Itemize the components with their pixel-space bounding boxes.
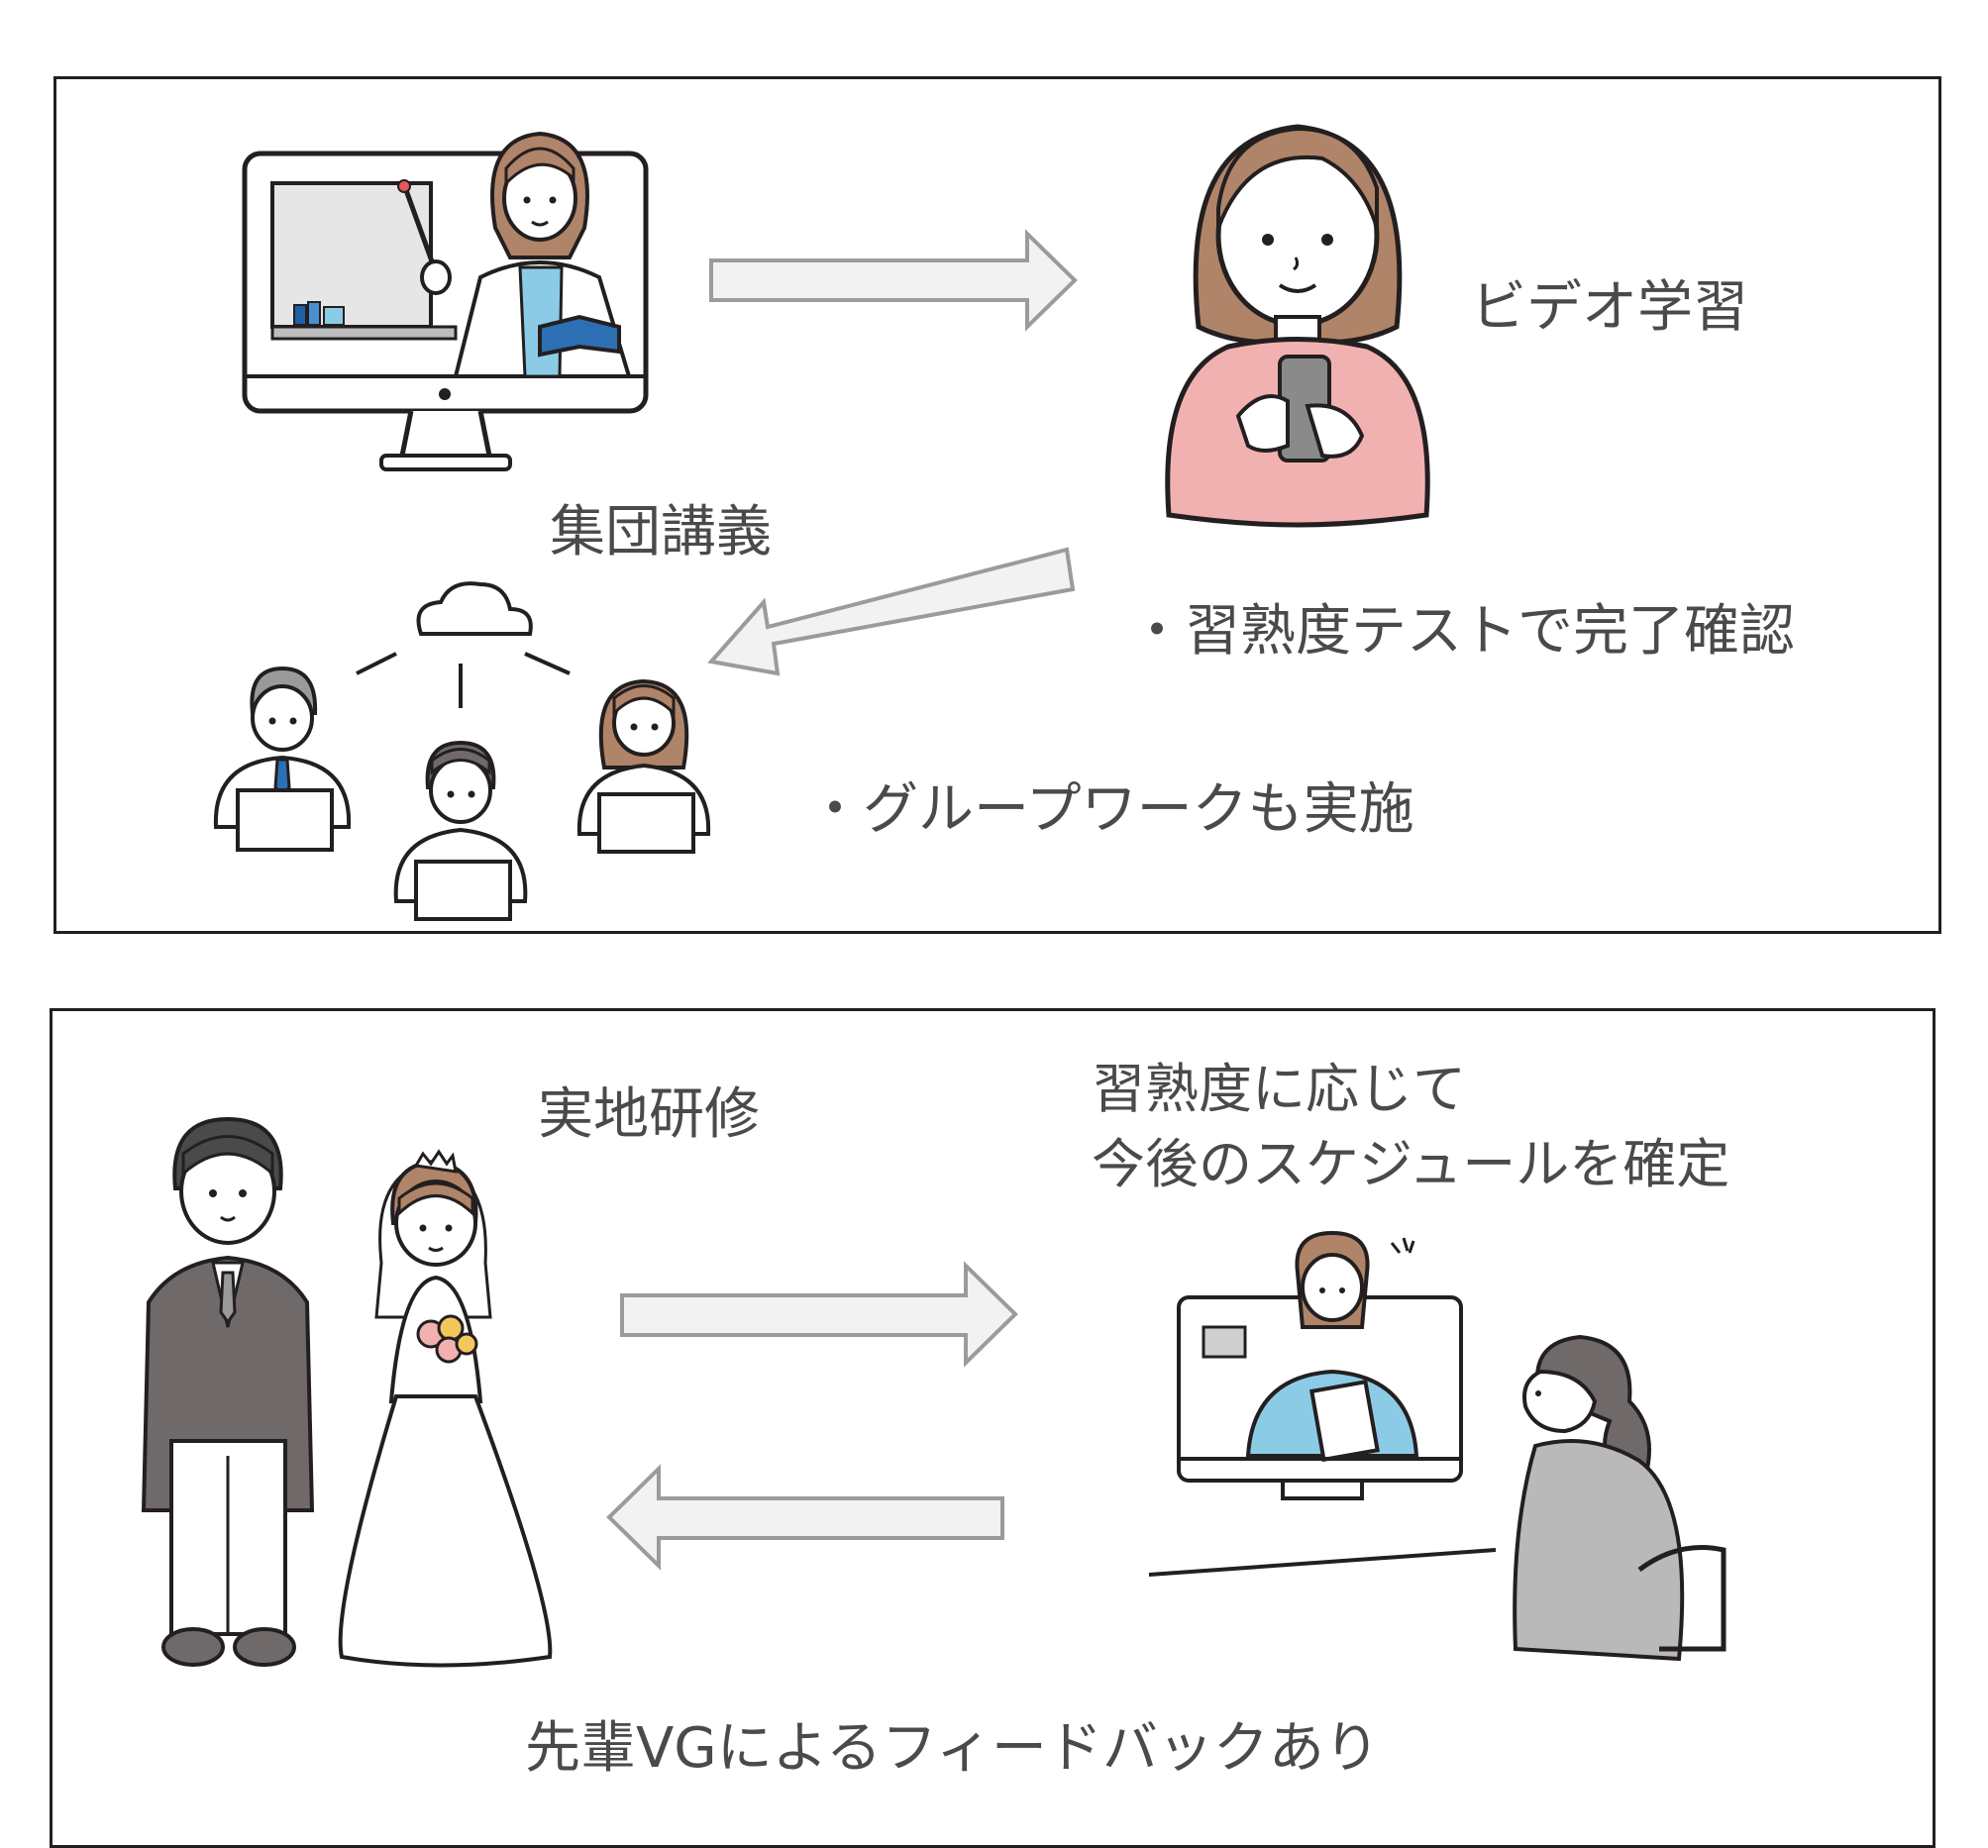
online-feedback-meeting-illustration <box>1148 1230 1726 1662</box>
user-boy-icon <box>393 740 528 921</box>
woman-smartphone-illustration <box>1165 124 1430 528</box>
video-learning-label: ビデオ学習 <box>1471 275 1748 340</box>
groom-icon <box>141 1116 315 1667</box>
bride-icon <box>338 1149 553 1668</box>
proficiency-test-label: ・習熟度テストで完了確認 <box>1129 599 1795 664</box>
feedback-label: 先輩VGによるフィードバックあり <box>525 1716 1380 1781</box>
onsite-training-label: 実地研修 <box>538 1082 760 1147</box>
groom-bride-illustration <box>141 1116 553 1668</box>
arrow-right-bottom <box>620 1261 1018 1368</box>
online-lecture-monitor-illustration <box>242 131 649 471</box>
user-woman-icon <box>576 678 711 854</box>
arrow-down-left <box>707 547 1076 676</box>
group-work-label: ・グループワークも実施 <box>807 777 1414 842</box>
schedule-label: 習熟度に応じて 今後のスケジュールを確定 <box>1092 1058 1730 1195</box>
arrow-right-top <box>709 229 1078 332</box>
arrow-left-bottom <box>606 1464 1004 1571</box>
cloud-network-illustration <box>213 581 711 921</box>
group-lecture-label: 集団講義 <box>550 500 772 565</box>
user-man-tie-icon <box>213 666 352 852</box>
